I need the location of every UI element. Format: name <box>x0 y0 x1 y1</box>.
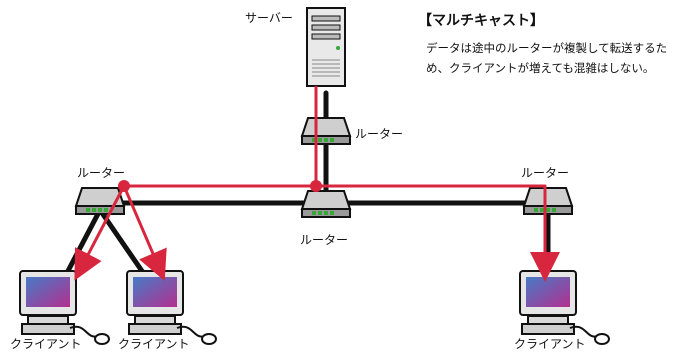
router-right-icon <box>523 187 573 215</box>
client-2-icon <box>126 270 217 345</box>
client-3-label: クライアント <box>514 337 586 351</box>
diagram-title: 【マルチキャスト】 <box>418 13 544 29</box>
router-right-label: ルーター <box>521 166 570 180</box>
router-top-label: ルーター <box>355 127 404 141</box>
router-center-label: ルーター <box>300 233 349 247</box>
client-1-icon <box>19 270 110 345</box>
client-2-label: クライアント <box>118 337 190 351</box>
router-center-icon <box>301 190 351 218</box>
client-3-icon <box>519 270 610 345</box>
router-left-label: ルーター <box>77 166 126 180</box>
multicast-flow <box>74 86 560 282</box>
client-1-label: クライアント <box>10 337 82 351</box>
diagram-description: データは途中のルーターが複製して転送するため、クライアントが増えても混雑はしない… <box>426 41 668 75</box>
branch-point-center <box>310 180 322 192</box>
network-cables <box>55 90 551 293</box>
branch-point-left <box>118 180 130 192</box>
router-top-icon <box>301 117 351 145</box>
server-label: サーバー <box>245 11 293 25</box>
server-icon <box>306 7 346 87</box>
